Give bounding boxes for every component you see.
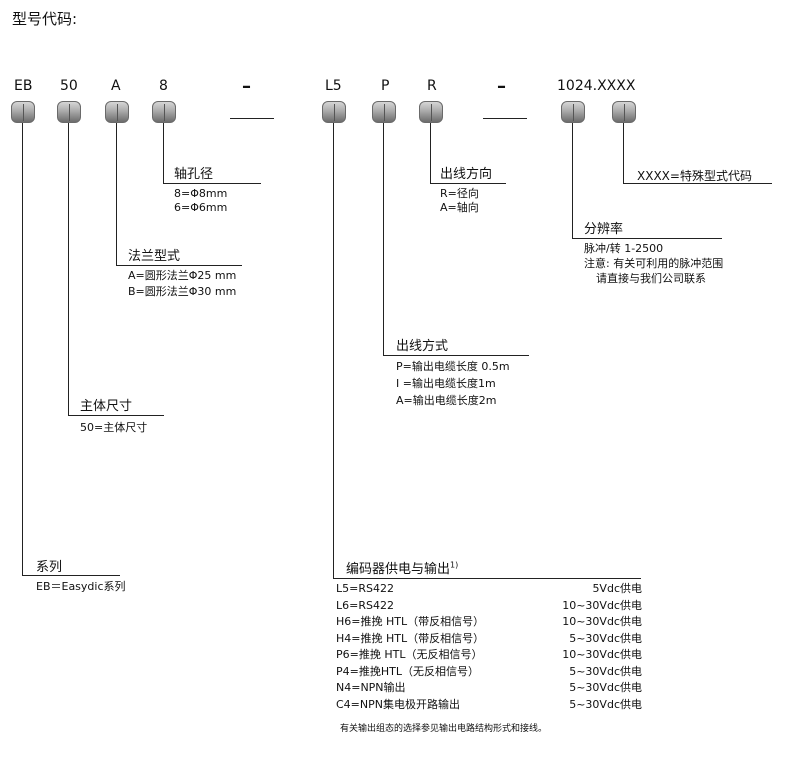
pill-r: [419, 101, 443, 123]
rule-special: [623, 183, 772, 184]
power-row-supply: 10~30Vdc供电: [562, 615, 642, 628]
rule-direction: [430, 183, 506, 184]
shaft-heading: 轴孔径: [174, 167, 214, 182]
direction-line-1: R=径向: [440, 187, 479, 200]
power-row-supply: 10~30Vdc供电: [562, 648, 642, 661]
resolution-line-3: 请直接与我们公司联系: [596, 272, 706, 285]
connector-a: [116, 123, 117, 265]
pill-8: [152, 101, 176, 123]
pill-l5: [322, 101, 346, 123]
power-row-supply: 10~30Vdc供电: [562, 598, 642, 612]
connector-xxxx: [623, 123, 624, 183]
rule-resolution: [572, 238, 722, 239]
power-heading-text: 编码器供电与输出: [346, 562, 451, 577]
body-heading: 主体尺寸: [80, 399, 133, 414]
code-eb: EB: [14, 78, 33, 94]
special-heading: XXXX=特殊型式代码: [637, 169, 752, 183]
code-50: 50: [60, 78, 78, 94]
power-row-code: C4=NPN集电极开路输出: [336, 697, 460, 711]
power-row-supply: 5~30Vdc供电: [569, 697, 642, 711]
power-row: L5=RS422 5Vdc供电: [336, 581, 642, 598]
code-dash-2: –: [497, 76, 506, 97]
power-footnote-mark: 1): [450, 560, 459, 570]
rule-power: [333, 578, 641, 579]
outmode-line-2: I =输出电缆长度1m: [396, 377, 496, 390]
resolution-line-2: 注意: 有关可利用的脉冲范围: [584, 257, 724, 270]
direction-line-2: A=轴向: [440, 201, 479, 214]
dash-underline-2: [483, 118, 527, 119]
power-row: P6=推挽 HTL（无反相信号） 10~30Vdc供电: [336, 647, 642, 664]
connector-50: [68, 123, 69, 415]
direction-heading: 出线方向: [440, 167, 493, 182]
rule-shaft: [163, 183, 261, 184]
power-row-code: H6=推挽 HTL（带反相信号）: [336, 615, 485, 628]
code-a: A: [111, 78, 121, 94]
connector-p: [383, 123, 384, 355]
flange-heading: 法兰型式: [128, 249, 181, 264]
power-row-code: N4=NPN输出: [336, 681, 406, 694]
code-p: P: [381, 78, 390, 94]
rule-series: [22, 575, 120, 576]
connector-eb: [22, 123, 23, 575]
flange-line-2: B=圆形法兰Φ30 mm: [128, 285, 237, 298]
power-row-supply: 5~30Vdc供电: [569, 631, 642, 645]
power-row-code: L6=RS422: [336, 598, 394, 612]
pill-eb: [11, 101, 35, 123]
code-l5: L5: [325, 78, 342, 94]
power-row-code: P4=推挽HTL（无反相信号）: [336, 664, 479, 678]
series-heading: 系列: [36, 560, 63, 575]
flange-line-1: A=圆形法兰Φ25 mm: [128, 269, 237, 282]
outmode-heading: 出线方式: [396, 339, 449, 354]
rule-body: [68, 415, 164, 416]
power-row: N4=NPN输出 5~30Vdc供电: [336, 680, 642, 697]
connector-l5: [333, 123, 334, 578]
code-dash-1: –: [242, 76, 251, 97]
pill-p: [372, 101, 396, 123]
power-row: P4=推挽HTL（无反相信号） 5~30Vdc供电: [336, 664, 642, 681]
outmode-line-3: A=输出电缆长度2m: [396, 394, 497, 407]
connector-r: [430, 123, 431, 183]
power-row-supply: 5Vdc供电: [592, 582, 642, 595]
body-line-1: 50=主体尺寸: [80, 421, 148, 434]
code-r: R: [427, 78, 437, 94]
code-8: 8: [159, 78, 168, 94]
pill-50: [57, 101, 81, 123]
power-row-code: L5=RS422: [336, 582, 394, 595]
rule-flange: [116, 265, 242, 266]
series-line-1: EB＝Easydic系列: [36, 580, 126, 593]
power-row-supply: 5~30Vdc供电: [569, 681, 642, 694]
resolution-line-1: 脉冲/转 1-2500: [584, 242, 664, 255]
shaft-line-2: 6=Φ6mm: [174, 201, 228, 214]
power-table: L5=RS422 5Vdc供电 L6=RS422 10~30Vdc供电 H6=推挽 …: [336, 581, 642, 713]
rule-outmode: [383, 355, 529, 356]
outmode-line-1: P=输出电缆长度 0.5m: [396, 360, 510, 373]
code-resolution: 1024.XXXX: [557, 78, 636, 94]
power-row-supply: 5~30Vdc供电: [569, 664, 642, 678]
power-row: H4=推挽 HTL（带反相信号） 5~30Vdc供电: [336, 631, 642, 648]
page-title: 型号代码:: [12, 10, 78, 28]
pill-xxxx: [612, 101, 636, 123]
power-row-code: H4=推挽 HTL（带反相信号）: [336, 631, 485, 645]
dash-underline-1: [230, 118, 274, 119]
power-row-code: P6=推挽 HTL（无反相信号）: [336, 648, 483, 661]
connector-1024: [572, 123, 573, 238]
shaft-line-1: 8=Φ8mm: [174, 187, 228, 200]
pill-a: [105, 101, 129, 123]
power-heading: 编码器供电与输出1): [346, 558, 458, 577]
power-row: C4=NPN集电极开路输出 5~30Vdc供电: [336, 697, 642, 714]
power-footnote: 有关输出组态的选择参见输出电路结构形式和接线。: [340, 724, 548, 734]
pill-1024: [561, 101, 585, 123]
power-row: L6=RS422 10~30Vdc供电: [336, 598, 642, 615]
power-row: H6=推挽 HTL（带反相信号） 10~30Vdc供电: [336, 614, 642, 631]
connector-8: [163, 123, 164, 183]
resolution-heading: 分辨率: [584, 222, 624, 237]
